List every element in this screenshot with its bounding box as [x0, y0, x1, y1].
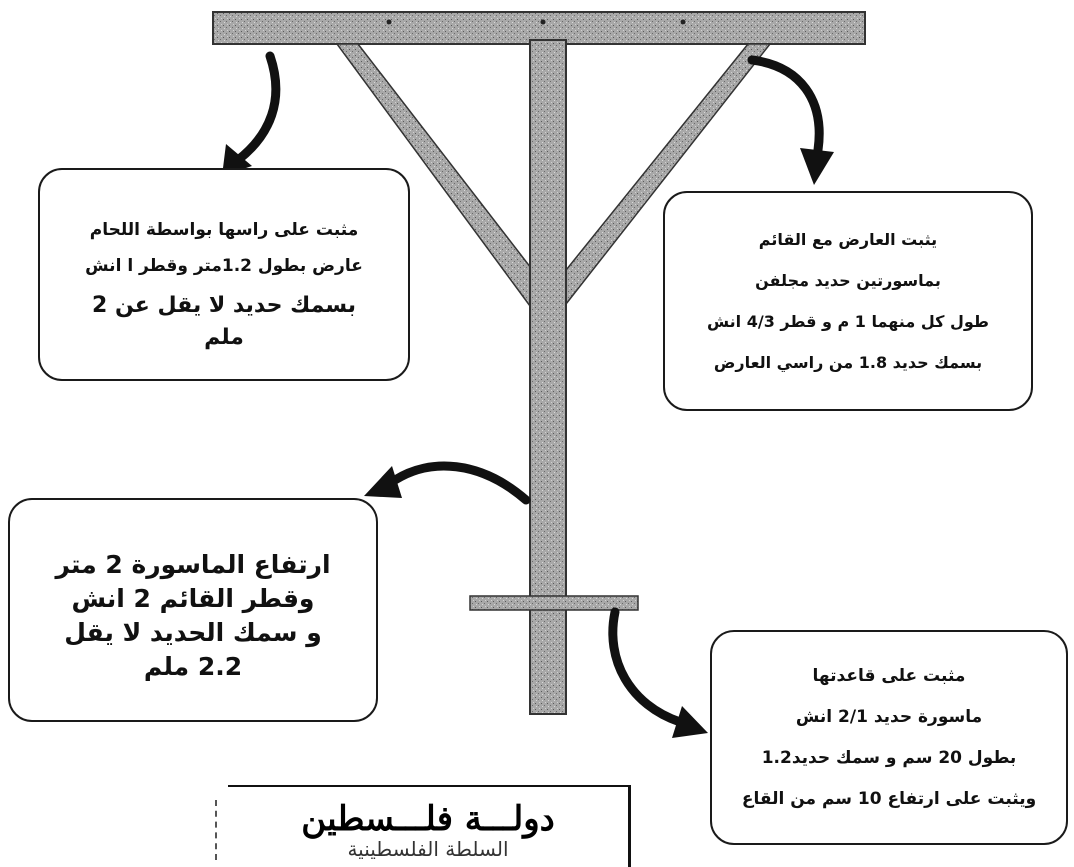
note-base-line-2: ماسورة حديد 2/1 انش	[795, 707, 983, 727]
note-base-line-4: ويثبت على ارتفاع 10 سم من القاع	[741, 789, 1037, 809]
note-crossbar-line-1: مثبت على راسها بواسطة اللحام	[89, 220, 359, 240]
arrow-bottom-head	[672, 706, 708, 738]
note-post-line-2: وقطر القائم 2 انش	[71, 584, 315, 613]
note-braces: يثبت العارض مع القائم بماسورتين حديد مجل…	[663, 191, 1033, 411]
state-stamp: دولـــة فلـــسطين السلطة الفلسطينية	[228, 785, 631, 867]
arrow-top-right-head	[800, 148, 834, 185]
note-post: ارتفاع الماسورة 2 متر وقطر القائم 2 انش …	[8, 498, 378, 722]
note-braces-line-2: بماسورتين حديد مجلفن	[755, 271, 941, 290]
note-crossbar-line-2: عارض بطول 1.2متر وقطر ا انش	[85, 256, 363, 276]
note-braces-line-3: طول كل منهما 1 م و قطر 4/3 انش	[707, 312, 989, 331]
arrow-top-right	[747, 55, 824, 155]
base-bar	[469, 595, 639, 611]
note-braces-line-1: يثبت العارض مع القائم	[758, 230, 938, 249]
stamp-subtitle: السلطة الفلسطينية	[347, 837, 509, 861]
note-base-line-3: بطول 20 سم و سمك حديد1.2	[761, 748, 1017, 768]
note-crossbar: مثبت على راسها بواسطة اللحام عارض بطول 1…	[38, 168, 410, 381]
vertical-post	[529, 39, 567, 715]
crossbar	[212, 11, 866, 45]
note-base-line-1: مثبت على قاعدتها	[812, 666, 966, 686]
arrow-bottom	[608, 607, 685, 727]
note-base: مثبت على قاعدتها ماسورة حديد 2/1 انش بطو…	[710, 630, 1068, 845]
note-post-line-3: و سمك الحديد لا يقل	[64, 618, 322, 647]
note-post-line-4: 2.2 ملم	[143, 652, 243, 681]
note-post-line-1: ارتفاع الماسورة 2 متر	[55, 550, 331, 579]
stamp-title: دولـــة فلـــسطين	[301, 799, 555, 839]
arrow-top-left	[233, 51, 281, 165]
arrow-mid-left	[390, 461, 531, 505]
stamp-dashed-border	[215, 800, 217, 860]
note-crossbar-line-3: بسمك حديد لا يقل عن 2 ملم	[92, 293, 356, 350]
arrow-mid-left-head	[364, 466, 402, 498]
note-braces-line-4: بسمك حديد 1.8 من راسي العارض	[713, 353, 983, 372]
